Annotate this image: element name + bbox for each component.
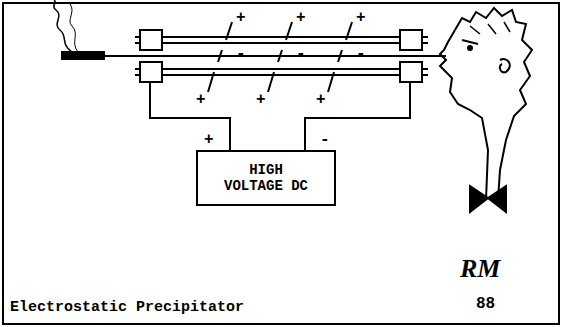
tube-wall: [135, 74, 428, 76]
cigarette: [62, 52, 104, 59]
polarity-sign: -: [296, 46, 306, 62]
collector-plate: [268, 22, 292, 92]
end-cap: [140, 30, 162, 50]
face-profile: [440, 30, 488, 200]
polarity-sign: +: [316, 92, 326, 108]
terminal-sign: -: [320, 132, 330, 148]
eyebrow: [462, 40, 478, 44]
smoke: [70, 4, 78, 52]
hair-strand: [470, 22, 510, 34]
power-supply-box: HIGH VOLTAGE DC: [196, 150, 336, 206]
tube-wall: [135, 36, 428, 38]
center-electrode: [104, 55, 446, 57]
tube-wall: [135, 42, 428, 44]
end-cap: [400, 30, 422, 50]
collector-plate: [328, 22, 352, 92]
polarity-sign: +: [196, 92, 206, 108]
wire: [150, 82, 230, 150]
year: 88: [476, 296, 495, 312]
terminal-sign: +: [204, 132, 214, 148]
polarity-sign: -: [236, 46, 246, 62]
polarity-sign: +: [356, 10, 366, 26]
end-cap: [400, 62, 422, 82]
polarity-sign: +: [256, 92, 266, 108]
ear: [500, 59, 510, 72]
polarity-sign: -: [356, 46, 366, 62]
polarity-sign: +: [236, 10, 246, 26]
collector-plate: [208, 22, 232, 92]
polarity-sign: +: [296, 10, 306, 26]
box-label: HIGH VOLTAGE DC: [221, 162, 311, 194]
end-cap: [140, 62, 162, 82]
bow-tie: [470, 186, 506, 212]
hair: [455, 8, 532, 200]
tube-wall: [135, 68, 428, 70]
signature: RM: [460, 256, 500, 282]
wire: [305, 82, 410, 150]
caption: Electrostatic Precipitator: [10, 300, 244, 315]
eye: [468, 46, 472, 50]
frame: [3, 3, 559, 324]
smoke: [54, 0, 72, 52]
